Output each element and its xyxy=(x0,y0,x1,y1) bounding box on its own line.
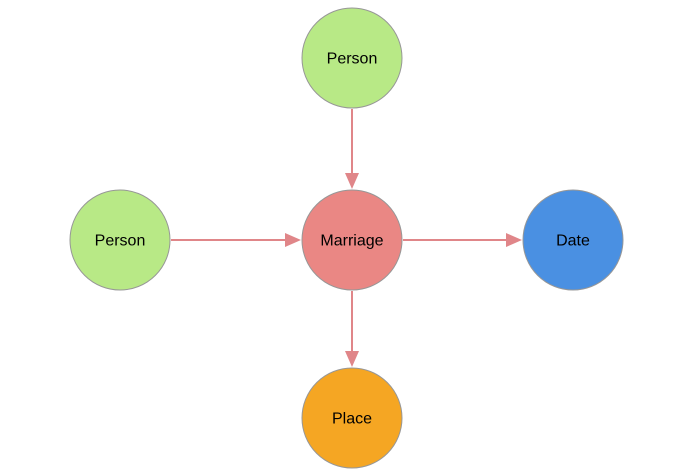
node-label: Date xyxy=(556,233,590,250)
edge-person-left-marriage xyxy=(171,233,301,247)
node-label: Person xyxy=(327,51,378,68)
edge-person-top-marriage xyxy=(345,109,359,189)
edge-marriage-date xyxy=(403,233,522,247)
node-label: Place xyxy=(332,411,372,428)
node-label: Person xyxy=(95,233,146,250)
node-date: Date xyxy=(522,189,624,291)
node-person-left: Person xyxy=(69,189,171,291)
edge-arrowhead xyxy=(285,233,301,247)
node-person-top: Person xyxy=(301,7,403,109)
edge-marriage-place xyxy=(345,291,359,367)
node-circle xyxy=(522,189,624,291)
node-label: Marriage xyxy=(320,233,383,250)
edge-arrowhead xyxy=(345,351,359,367)
edge-arrowhead xyxy=(345,173,359,189)
edge-arrowhead xyxy=(506,233,522,247)
node-circle xyxy=(301,367,403,469)
node-marriage: Marriage xyxy=(301,189,403,291)
node-circle xyxy=(301,7,403,109)
node-circle xyxy=(301,189,403,291)
node-place: Place xyxy=(301,367,403,469)
node-circle xyxy=(69,189,171,291)
